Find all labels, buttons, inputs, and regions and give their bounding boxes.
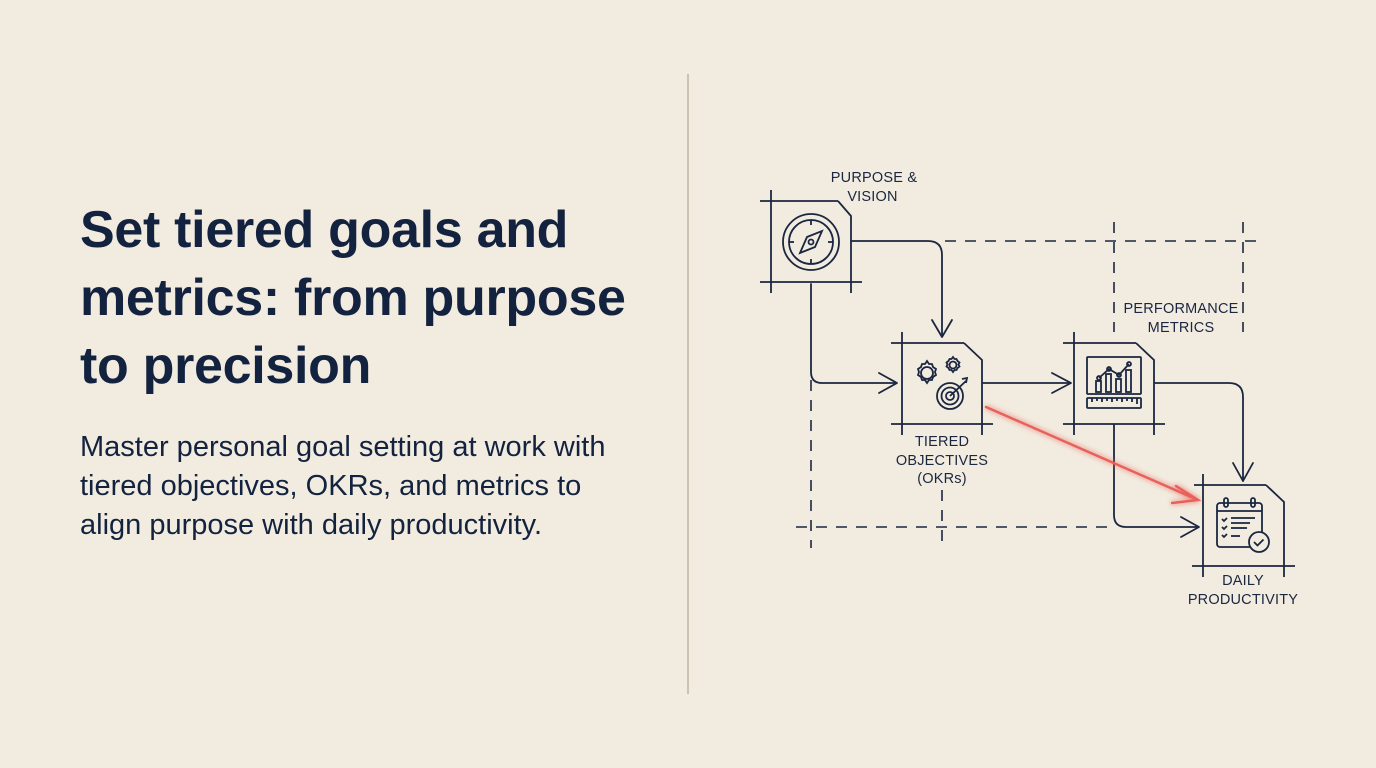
label-purpose-vision: PURPOSE & VISION bbox=[830, 170, 918, 205]
calendar-checklist-icon bbox=[1216, 497, 1270, 553]
vertical-divider bbox=[687, 74, 689, 694]
slide-subtitle: Master personal goal setting at work wit… bbox=[80, 431, 606, 541]
chart-ruler-icon bbox=[1086, 356, 1142, 409]
label-tiered-objectives: TIERED OBJECTIVES (OKRs) bbox=[895, 434, 989, 487]
node-performance-metrics bbox=[1063, 332, 1165, 435]
node-daily-productivity bbox=[1192, 474, 1295, 577]
dashed-guides bbox=[796, 222, 1260, 548]
node-purpose-vision bbox=[760, 190, 862, 293]
label-daily-productivity: DAILY PRODUCTIVITY bbox=[1187, 573, 1299, 608]
slide-title: Set tiered goals and metrics: from purpo… bbox=[80, 201, 626, 395]
gears-target-icon bbox=[916, 355, 969, 410]
label-performance-metrics: PERFORMANCE METRICS bbox=[1123, 301, 1239, 336]
node-tiered-objectives bbox=[891, 332, 993, 435]
highlight-arrow bbox=[984, 405, 1202, 505]
connectors bbox=[810, 240, 1254, 538]
compass-icon bbox=[782, 213, 840, 271]
